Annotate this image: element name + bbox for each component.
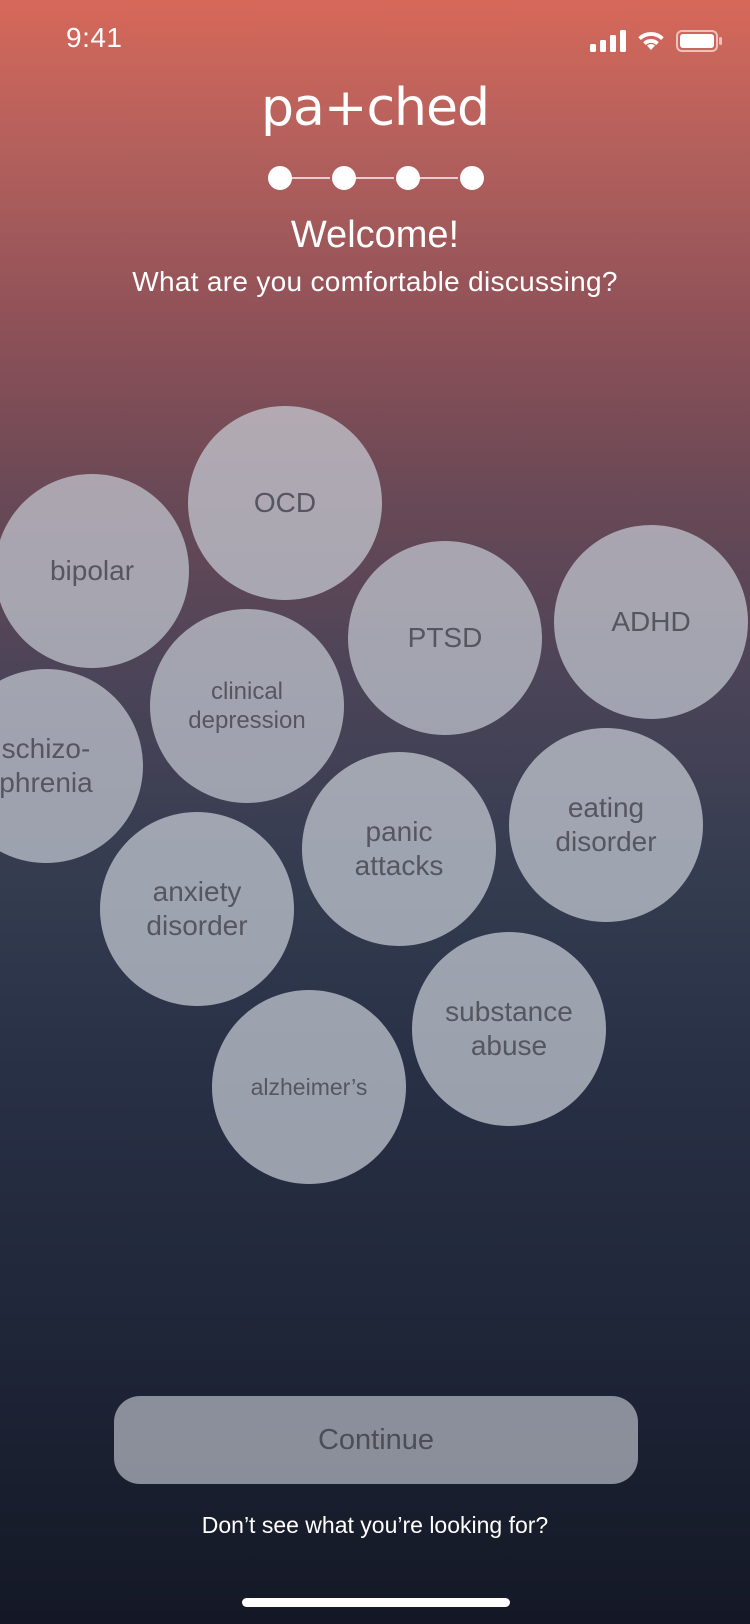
topic-bubble-ocd[interactable]: OCD xyxy=(188,406,382,600)
progress-stepper xyxy=(268,166,484,190)
topic-bubble-alzheimers[interactable]: alzheimer’s xyxy=(212,990,406,1184)
step-dot-3 xyxy=(396,166,420,190)
topic-label-line: bipolar xyxy=(49,554,135,586)
topic-label-line: disorder xyxy=(555,826,657,857)
topic-label-line: depression xyxy=(188,707,306,734)
topic-bubble-schizophrenia[interactable]: schizo-phrenia xyxy=(0,669,143,863)
topic-bubble-bipolar[interactable]: bipolar xyxy=(0,474,189,668)
home-indicator xyxy=(242,1598,510,1607)
stepper-connector xyxy=(418,177,458,179)
topic-label-line: abuse xyxy=(470,1030,548,1061)
topic-label-line: substance xyxy=(445,995,573,1027)
topic-label-line: PTSD xyxy=(407,621,483,653)
app-logo: pa+ched xyxy=(261,78,490,138)
status-icons xyxy=(590,30,722,52)
topic-label-line: alzheimer’s xyxy=(250,1073,368,1100)
continue-button[interactable]: Continue xyxy=(114,1396,638,1484)
topic-label-line: ADHD xyxy=(611,605,691,637)
stepper-connector xyxy=(290,177,330,179)
topic-label-line: phrenia xyxy=(0,767,93,798)
wifi-icon xyxy=(638,31,664,50)
welcome-subtitle: What are you comfortable discussing? xyxy=(132,266,618,297)
step-dot-1 xyxy=(268,166,292,190)
topic-label-line: eating xyxy=(567,791,645,823)
topic-bubble-adhd[interactable]: ADHD xyxy=(554,525,748,719)
topic-bubble-ptsd[interactable]: PTSD xyxy=(348,541,542,735)
step-dot-2 xyxy=(332,166,356,190)
signal-icon xyxy=(590,30,626,52)
step-dot-4 xyxy=(460,166,484,190)
battery-icon xyxy=(676,30,722,52)
welcome-title: Welcome! xyxy=(290,214,460,256)
help-link[interactable]: Don’t see what you’re looking for? xyxy=(201,1512,549,1538)
topic-label-line: schizo- xyxy=(1,732,91,764)
status-time: 9:41 xyxy=(66,22,123,53)
topic-label-line: clinical xyxy=(210,677,284,705)
topic-label-line: disorder xyxy=(146,910,248,941)
stepper-connector xyxy=(354,177,394,179)
topic-label-line: anxiety xyxy=(152,875,242,907)
topic-label-line: attacks xyxy=(354,850,444,881)
topic-label-line: panic xyxy=(365,815,433,847)
topic-label-line: OCD xyxy=(253,486,317,518)
